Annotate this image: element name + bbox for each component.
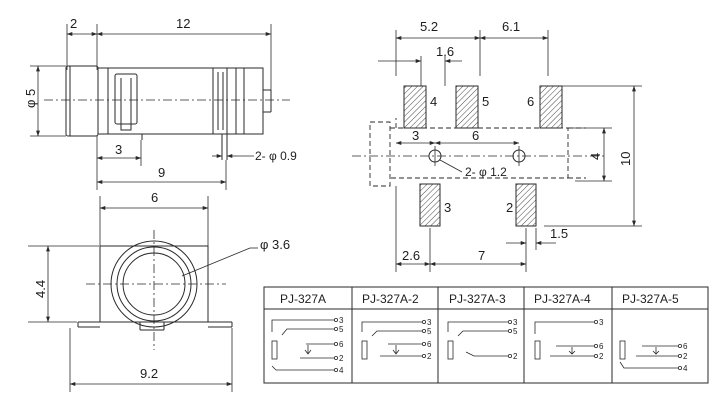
schematic-pj-327a-2: 3 5 6 2 — [361, 318, 432, 361]
dim-bottom-left-label: 2.6 — [402, 248, 420, 263]
dim-height-label: 4.4 — [33, 280, 48, 298]
dim-pin-pos-label: 3 — [115, 142, 122, 157]
pin-label: 2 — [599, 352, 604, 361]
pin-label: 5 — [427, 327, 432, 336]
front-view: 6 φ 3.6 4.4 9.2 — [28, 190, 290, 392]
model-header-4: PJ-327A-4 — [534, 292, 591, 306]
dim-top-left-label: 5.2 — [420, 19, 438, 34]
pad-6-label: 6 — [527, 94, 534, 109]
model-header-3: PJ-327A-3 — [449, 292, 506, 306]
schematic-pj-327a-4: 3 6 2 — [534, 318, 604, 361]
dim-dia-label: φ 5 — [23, 89, 38, 108]
dim-length-label: 12 — [176, 16, 190, 31]
model-header-5: PJ-327A-5 — [622, 292, 679, 306]
dim-flange-label: 2 — [70, 16, 77, 31]
pin-label: 5 — [339, 325, 344, 334]
pad-5-label: 5 — [482, 94, 489, 109]
pin-label: 6 — [427, 340, 432, 349]
dim-post-hole-label: 2- φ 1.2 — [465, 165, 507, 179]
dim-post-left-label: 3 — [412, 128, 419, 143]
dim-pin-dia-label: 2- φ 0.9 — [255, 149, 297, 163]
pad-4-label: 4 — [430, 94, 437, 109]
pin-label: 6 — [339, 340, 344, 349]
dim-vert-small-label: 4 — [588, 153, 603, 160]
models-table: PJ-327A PJ-327A-2 PJ-327A-3 PJ-327A-4 PJ… — [263, 286, 709, 384]
model-header-2: PJ-327A-2 — [362, 292, 419, 306]
pad-3-label: 3 — [444, 200, 451, 215]
schematic-pj-327a-3: 3 5 2 — [447, 318, 518, 361]
dim-top-right-label: 6.1 — [502, 19, 520, 34]
pin-label: 5 — [513, 327, 518, 336]
pin-label: 4 — [683, 364, 688, 373]
dim-width-top-label: 6 — [151, 190, 158, 205]
pin-label: 3 — [599, 318, 604, 327]
pin-label: 3 — [513, 318, 518, 327]
pin-label: 4 — [339, 366, 344, 375]
pcb-layout-view: 5.2 6.1 1.6 4 5 6 3 6 2- φ 1.2 — [352, 19, 642, 272]
dim-width-label: 9.2 — [140, 366, 158, 381]
pin-label: 6 — [683, 342, 688, 351]
dim-bottom-right-label: 1.5 — [550, 226, 568, 241]
dim-post-right-label: 6 — [472, 128, 479, 143]
pin-label: 2 — [339, 354, 344, 363]
pin-label: 2 — [683, 352, 688, 361]
model-header-1: PJ-327A — [280, 292, 326, 306]
dim-pitch-label: 1.6 — [436, 44, 454, 59]
pin-label: 6 — [599, 342, 604, 351]
pin-label: 3 — [339, 316, 344, 325]
side-view: 2 12 φ 5 3 9 — [23, 16, 297, 190]
pad-2-label: 2 — [506, 200, 513, 215]
pin-label: 2 — [427, 352, 432, 361]
dim-hole-label: φ 3.6 — [260, 237, 290, 252]
dim-body-label: 9 — [158, 165, 165, 180]
schematic-pj-327a-5: 6 2 4 — [619, 340, 688, 373]
dim-vert-total-label: 10 — [618, 152, 633, 166]
pin-label: 2 — [513, 352, 518, 361]
schematic-pj-327a: 3 5 6 2 4 — [271, 316, 344, 375]
pin-label: 3 — [427, 318, 432, 327]
dim-bottom-mid-label: 7 — [478, 248, 485, 263]
